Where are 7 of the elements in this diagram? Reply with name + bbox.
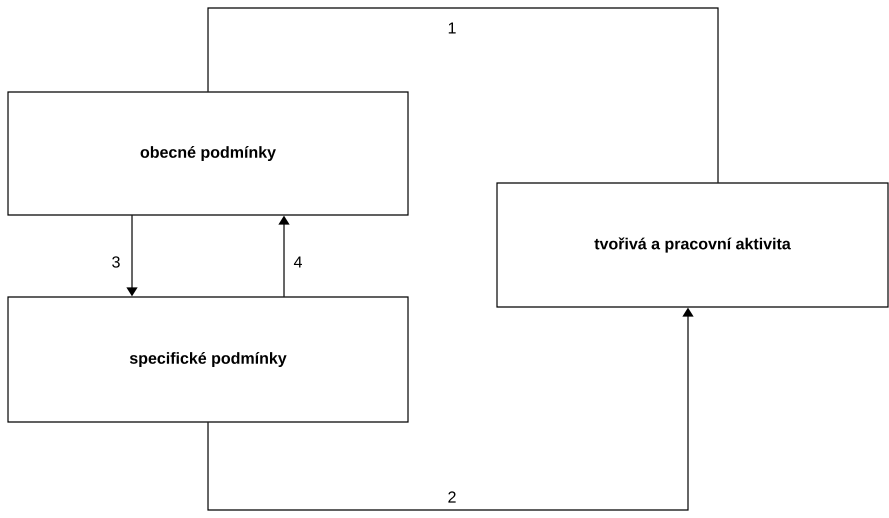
process-box: specifické podmínky	[7, 296, 409, 423]
edge-label: 1	[446, 22, 458, 34]
edge-label: 4	[292, 256, 304, 268]
edge-label: 3	[110, 255, 122, 269]
process-box: tvořivá a pracovní aktivita	[496, 182, 889, 308]
edge-label: 2	[446, 490, 458, 504]
process-box: obecné podmínky	[7, 91, 409, 216]
